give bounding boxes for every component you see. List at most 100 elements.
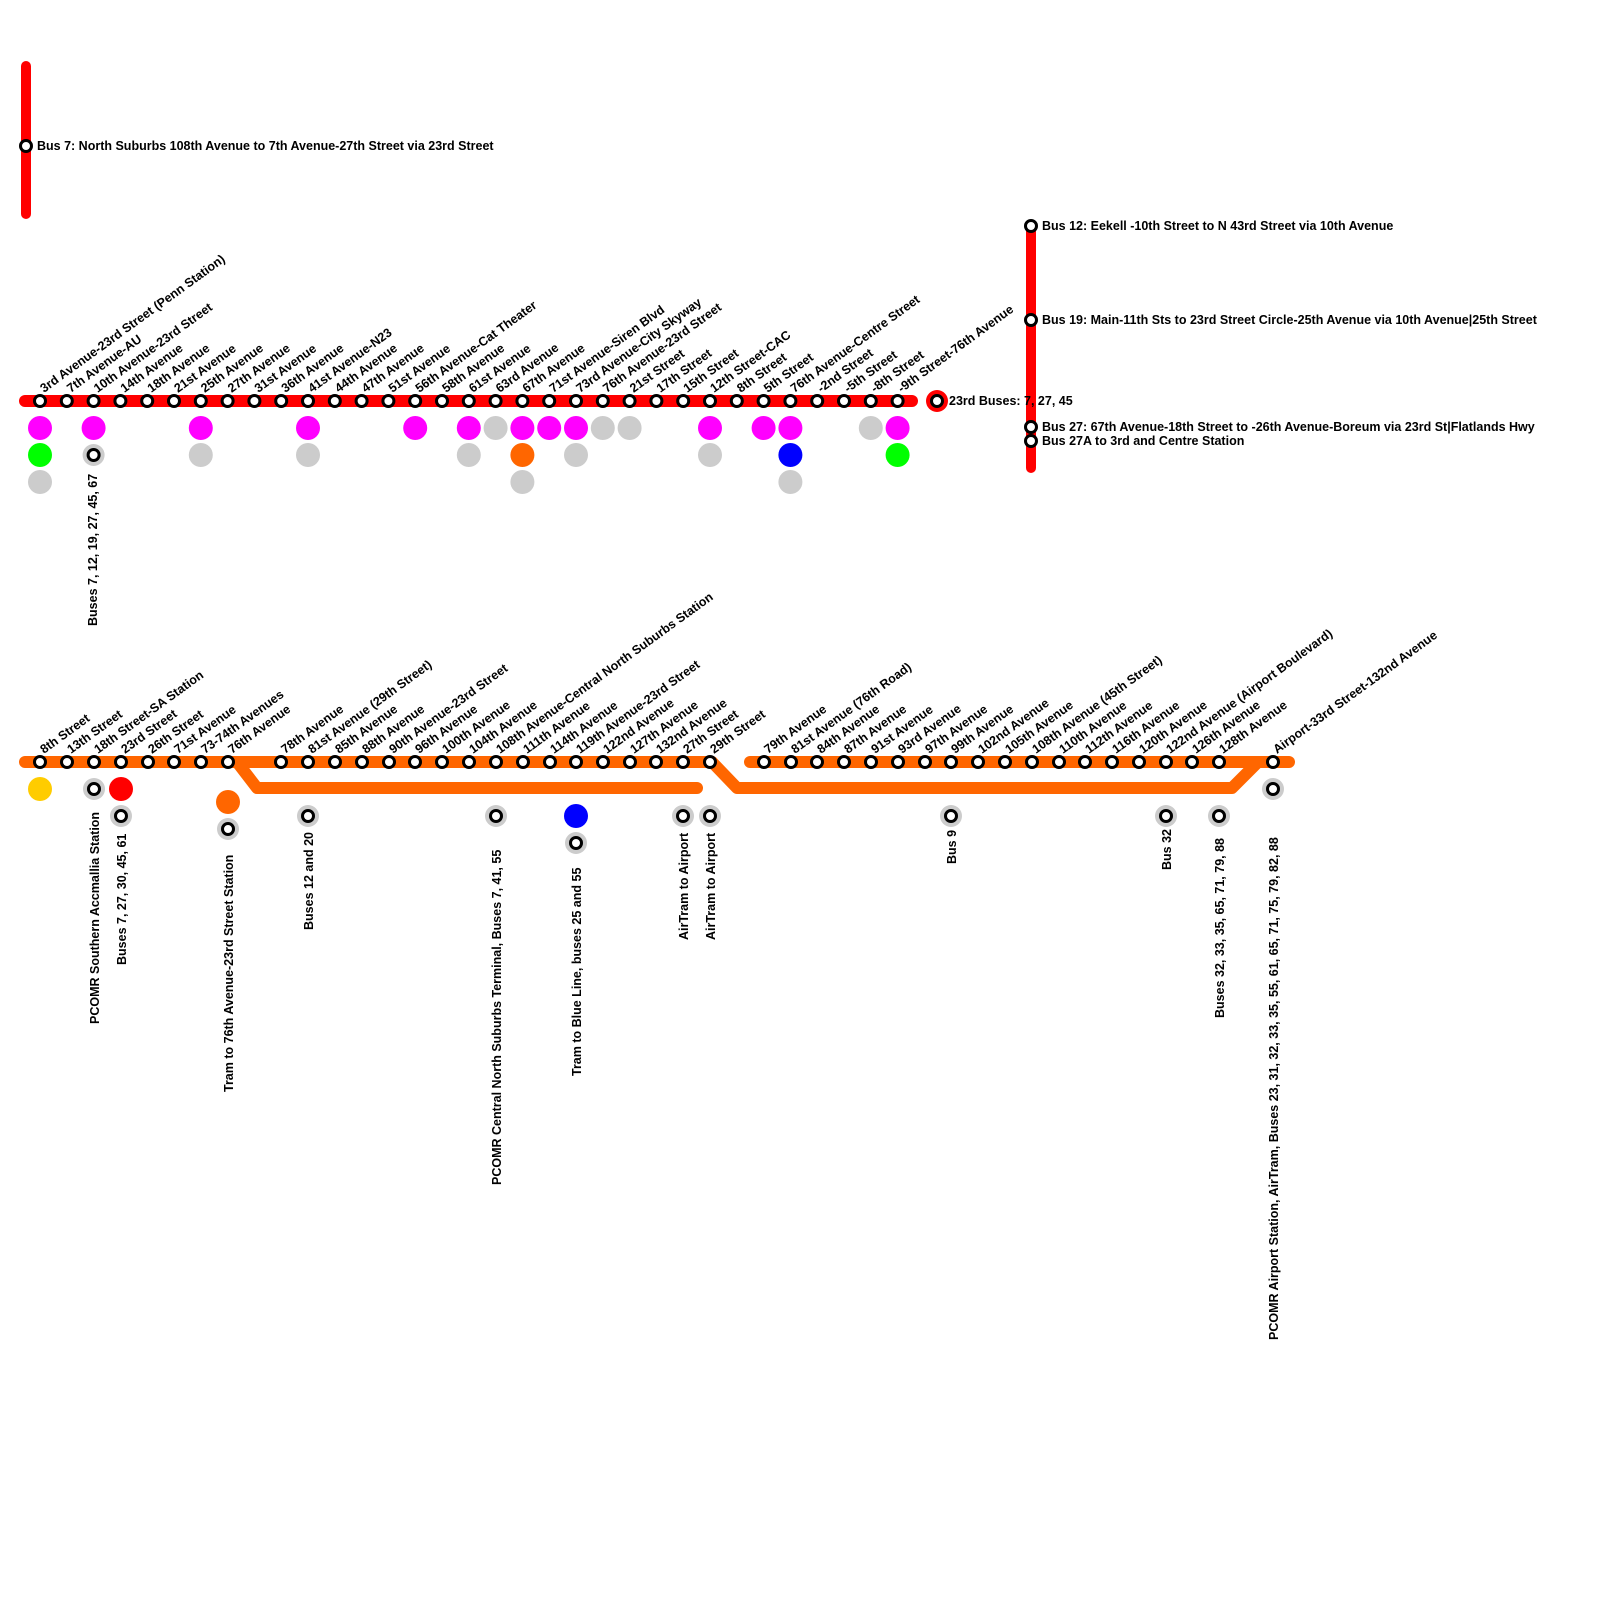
orange-station-88th-avenue[interactable] bbox=[355, 755, 369, 769]
red-station-76th-avenue-23rd-street[interactable] bbox=[595, 394, 610, 408]
red-connection-27-0-magenta[interactable] bbox=[751, 416, 776, 440]
red-connection-18-2-gray[interactable] bbox=[510, 470, 535, 494]
terminal-stop[interactable] bbox=[930, 394, 944, 408]
orange-station-73-74th-avenues[interactable] bbox=[194, 755, 208, 769]
red-station-10th-avenue-23rd-street[interactable] bbox=[86, 394, 101, 408]
orange-transfer-stop-11[interactable] bbox=[1266, 782, 1280, 796]
orange-station-81st-avenue-76th-road[interactable] bbox=[784, 755, 798, 769]
red-connection-10-0-magenta[interactable] bbox=[296, 416, 320, 440]
orange-station-85th-avenue[interactable] bbox=[328, 755, 342, 769]
red-connection-21-0-gray[interactable] bbox=[590, 416, 615, 440]
orange-transfer-stop-3[interactable] bbox=[301, 809, 315, 823]
orange-station-108th-avenue-45th-street[interactable] bbox=[1025, 755, 1039, 769]
orange-station-127th-avenue[interactable] bbox=[623, 755, 637, 769]
orange-transfer-stop-8[interactable] bbox=[944, 809, 958, 823]
orange-station-29th-street[interactable] bbox=[703, 755, 717, 769]
red-connection-0-0-magenta[interactable] bbox=[28, 416, 52, 440]
orange-connection-23rd-red[interactable] bbox=[109, 777, 133, 801]
red-connection-25-0-magenta[interactable] bbox=[698, 416, 722, 440]
red-connection-6-0-magenta[interactable] bbox=[188, 416, 213, 440]
orange-transfer-stop-0[interactable] bbox=[87, 782, 101, 796]
red-station-31st-avenue[interactable] bbox=[247, 394, 262, 408]
red-connection-20-1-gray[interactable] bbox=[564, 443, 588, 467]
red-connection-2-1-bus_stop[interactable] bbox=[86, 448, 101, 462]
red-station-17th-street[interactable] bbox=[649, 394, 664, 408]
red-connection-18-1-orange[interactable] bbox=[510, 443, 535, 467]
orange-station-104th-avenue[interactable] bbox=[462, 755, 476, 769]
red-connection-20-0-magenta[interactable] bbox=[564, 416, 588, 440]
red-connection-22-0-gray[interactable] bbox=[617, 416, 642, 440]
red-line-terminal[interactable]: 23rd Buses: 7, 27, 45 bbox=[926, 390, 1073, 412]
orange-transfer-stop-2[interactable] bbox=[221, 822, 235, 836]
red-connection-31-0-gray[interactable] bbox=[858, 416, 883, 440]
red-station-47th-avenue[interactable] bbox=[354, 394, 369, 408]
red-station-44th-avenue[interactable] bbox=[327, 394, 342, 408]
orange-station-23rd-street[interactable] bbox=[114, 755, 128, 769]
red-station-2nd-street[interactable] bbox=[810, 394, 825, 408]
red-connection-16-1-gray[interactable] bbox=[456, 443, 481, 467]
red-station-61st-avenue[interactable] bbox=[461, 394, 476, 408]
orange-station-100th-avenue[interactable] bbox=[435, 755, 449, 769]
orange-station-87th-avenue[interactable] bbox=[837, 755, 851, 769]
legend-bus7-stop[interactable] bbox=[19, 139, 33, 153]
legend-bus27-stop[interactable] bbox=[1024, 420, 1038, 434]
orange-station-116th-avenue[interactable] bbox=[1105, 755, 1119, 769]
orange-transfer-stop-6[interactable] bbox=[676, 809, 690, 823]
red-station-41st-avenue-n23[interactable] bbox=[301, 394, 315, 408]
red-connection-2-0-magenta[interactable] bbox=[81, 416, 106, 440]
orange-station-105th-avenue[interactable] bbox=[998, 755, 1012, 769]
red-station-5th-street[interactable] bbox=[756, 394, 771, 408]
red-connection-28-0-magenta[interactable] bbox=[778, 416, 803, 440]
orange-station-128th-avenue[interactable] bbox=[1212, 755, 1226, 769]
red-station-25th-avenue[interactable] bbox=[193, 394, 208, 408]
orange-connection-76th-orange[interactable] bbox=[216, 790, 240, 814]
orange-transfer-stop-5[interactable] bbox=[569, 836, 583, 850]
orange-connection-8th-yellow[interactable] bbox=[28, 777, 52, 801]
red-connection-19-0-magenta[interactable] bbox=[537, 416, 562, 440]
orange-station-93rd-avenue[interactable] bbox=[891, 755, 905, 769]
red-connection-0-2-gray[interactable] bbox=[28, 470, 52, 494]
orange-station-111th-avenue[interactable] bbox=[516, 755, 530, 769]
red-connection-17-0-gray[interactable] bbox=[483, 416, 508, 440]
orange-station-90th-avenue-23rd-street[interactable] bbox=[382, 755, 396, 769]
red-station-71st-avenue-siren-blvd[interactable] bbox=[542, 394, 557, 408]
orange-station-78th-avenue[interactable] bbox=[274, 755, 288, 769]
orange-station-132nd-avenue[interactable] bbox=[649, 755, 663, 769]
red-station-67th-avenue[interactable] bbox=[515, 394, 530, 408]
red-connection-32-1-green[interactable] bbox=[885, 443, 910, 467]
orange-station-27th-street[interactable] bbox=[676, 755, 690, 769]
legend-bus27a-stop[interactable] bbox=[1024, 434, 1038, 448]
orange-station-119th-avenue-23rd-street[interactable] bbox=[569, 755, 583, 769]
orange-station-13th-street[interactable] bbox=[60, 755, 74, 769]
red-station-18th-avenue[interactable] bbox=[140, 394, 155, 408]
orange-transfer-stop-1[interactable] bbox=[114, 809, 128, 823]
red-connection-18-0-magenta[interactable] bbox=[510, 416, 535, 440]
orange-transfer-stop-7[interactable] bbox=[703, 809, 717, 823]
orange-station-97th-avenue[interactable] bbox=[918, 755, 932, 769]
orange-station-8th-street[interactable] bbox=[33, 755, 47, 769]
red-station-76th-avenue-centre-street[interactable] bbox=[783, 394, 798, 408]
red-connection-10-1-gray[interactable] bbox=[296, 443, 320, 467]
orange-station-108th-avenue-central-north-suburbs-station[interactable] bbox=[489, 755, 503, 769]
red-connection-0-1-green[interactable] bbox=[28, 443, 52, 467]
red-station-8th-street[interactable] bbox=[863, 394, 878, 408]
red-station-15th-street[interactable] bbox=[676, 394, 691, 408]
red-station-51st-avenue[interactable] bbox=[381, 394, 396, 408]
orange-station-122nd-avenue-airport-boulevard[interactable] bbox=[1159, 755, 1173, 769]
red-station-9th-street-76th-avenue[interactable] bbox=[890, 394, 905, 408]
red-connection-16-0-magenta[interactable] bbox=[456, 416, 481, 440]
orange-station-110th-avenue[interactable] bbox=[1052, 755, 1066, 769]
legend-bus19-stop[interactable] bbox=[1024, 313, 1038, 327]
legend-bus12-stop[interactable] bbox=[1024, 219, 1038, 233]
orange-station-114th-avenue[interactable] bbox=[543, 755, 557, 769]
red-station-73rd-avenue-city-skyway[interactable] bbox=[569, 394, 583, 408]
orange-station-112th-avenue[interactable] bbox=[1078, 755, 1092, 769]
orange-transfer-stop-4[interactable] bbox=[489, 809, 503, 823]
red-station-36th-avenue[interactable] bbox=[274, 394, 289, 408]
orange-station-airport-33rd-street-132nd-avenue[interactable] bbox=[1266, 755, 1280, 769]
red-station-7th-avenue-au[interactable] bbox=[59, 394, 74, 408]
orange-transfer-stop-10[interactable] bbox=[1212, 809, 1226, 823]
orange-station-102nd-avenue[interactable] bbox=[971, 755, 985, 769]
orange-station-81st-avenue-29th-street[interactable] bbox=[301, 755, 315, 769]
orange-transfer-stop-9[interactable] bbox=[1159, 809, 1173, 823]
